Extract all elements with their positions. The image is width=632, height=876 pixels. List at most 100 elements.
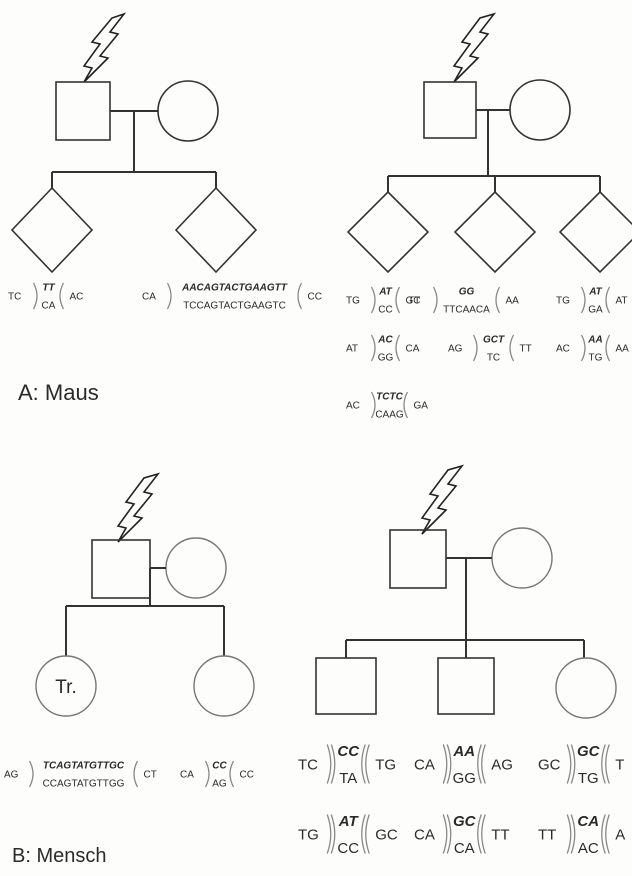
left-bracket xyxy=(32,282,38,310)
insert-bottom: TTCAACA xyxy=(443,305,490,316)
pedigree-human-right xyxy=(315,464,617,719)
mother-circle xyxy=(165,537,227,599)
panel-a-label: A: Maus xyxy=(18,380,99,405)
flank-left: AC xyxy=(556,344,570,355)
left-bracket xyxy=(370,286,376,314)
flank-right: TG xyxy=(375,756,396,773)
right-bracket xyxy=(495,286,501,314)
flank-left: CA xyxy=(180,770,194,781)
son-square xyxy=(437,657,495,715)
offspring-diamond xyxy=(174,186,258,274)
flank-left: AG xyxy=(448,344,463,355)
insert-bottom: CCAGTATGTTGG xyxy=(43,779,125,790)
left-bracket xyxy=(370,391,376,419)
flank-left: AC xyxy=(346,401,360,412)
left-bracket xyxy=(472,334,478,362)
insert-bottom: AG xyxy=(212,779,227,790)
left-bracket xyxy=(580,334,586,362)
insert-top: TCTC xyxy=(376,392,403,403)
insert-bottom: GA xyxy=(588,305,603,316)
left-bracket xyxy=(566,744,576,784)
insert-top: AT xyxy=(338,813,360,830)
flank-left: TC xyxy=(8,292,21,303)
pedigree-human-left: Tr. xyxy=(35,472,255,717)
mutation-notation: AC AA TG AA xyxy=(556,335,629,364)
right-bracket xyxy=(601,814,610,854)
right-bracket xyxy=(133,760,139,788)
insert-top: CA xyxy=(577,813,599,830)
insert-bottom: TG xyxy=(589,353,603,364)
flank-left: TG xyxy=(346,296,360,307)
daughter-circle xyxy=(555,657,617,719)
right-bracket xyxy=(605,334,611,362)
flank-right: GA xyxy=(414,401,429,412)
right-bracket xyxy=(59,282,65,310)
flank-left: TC xyxy=(298,756,318,773)
flank-right: CC xyxy=(308,292,322,303)
insert-bottom: GG xyxy=(453,770,476,787)
mutation-notation: TTCAACA xyxy=(538,813,625,857)
flank-left: TT xyxy=(538,826,556,843)
insert-top: AACAGTACTGAAGTT xyxy=(181,283,288,294)
flank-right: CA xyxy=(406,344,420,355)
left-bracket xyxy=(442,744,452,784)
right-bracket xyxy=(601,744,610,784)
insert-top: TCAGTATGTTGC xyxy=(43,761,125,772)
flank-right: AC xyxy=(70,292,84,303)
left-bracket xyxy=(580,286,586,314)
offspring-diamond xyxy=(453,190,537,274)
flank-right: AA xyxy=(616,344,630,355)
left-bracket xyxy=(204,760,210,788)
daughter-circle-trisomy xyxy=(35,655,97,717)
right-bracket xyxy=(361,744,370,784)
flank-right: GC xyxy=(375,826,398,843)
insert-bottom: TG xyxy=(578,770,599,787)
insert-bottom: CA xyxy=(42,301,56,312)
insert-top: AA xyxy=(587,335,602,346)
insert-top: AC xyxy=(377,335,393,346)
insert-top: AA xyxy=(452,743,475,760)
insert-top: AT xyxy=(378,287,392,298)
daughter-circle xyxy=(193,655,255,717)
father-square xyxy=(55,81,111,141)
flank-left: TT xyxy=(408,296,420,307)
lightning-icon xyxy=(116,472,161,543)
lightning-icon xyxy=(452,12,497,83)
right-bracket xyxy=(403,391,409,419)
right-bracket xyxy=(509,334,515,362)
flank-right: AT xyxy=(616,296,628,307)
insert-bottom: CC xyxy=(378,305,392,316)
flank-left: CA xyxy=(414,826,435,843)
offspring-diamond xyxy=(346,190,430,274)
pedigree-mouse-right xyxy=(346,12,632,274)
flank-left: CA xyxy=(142,292,156,303)
insert-top: GC xyxy=(577,743,601,760)
offspring-diamond xyxy=(10,186,94,274)
insert-top: AT xyxy=(588,287,602,298)
insert-top: CC xyxy=(337,743,360,760)
left-bracket xyxy=(432,286,438,314)
insert-bottom: GG xyxy=(378,353,394,364)
left-bracket xyxy=(28,760,34,788)
son-square xyxy=(315,657,377,715)
insert-top: GCT xyxy=(483,335,505,346)
flank-right: TT xyxy=(520,344,532,355)
flank-left: TG xyxy=(298,826,319,843)
flank-right: A xyxy=(615,826,625,843)
left-bracket xyxy=(442,814,452,854)
right-bracket xyxy=(477,814,486,854)
right-bracket xyxy=(297,282,303,310)
flank-right: CT xyxy=(144,770,157,781)
panel-b-label: B: Mensch xyxy=(12,845,106,867)
right-bracket xyxy=(477,744,486,784)
right-bracket xyxy=(229,760,235,788)
